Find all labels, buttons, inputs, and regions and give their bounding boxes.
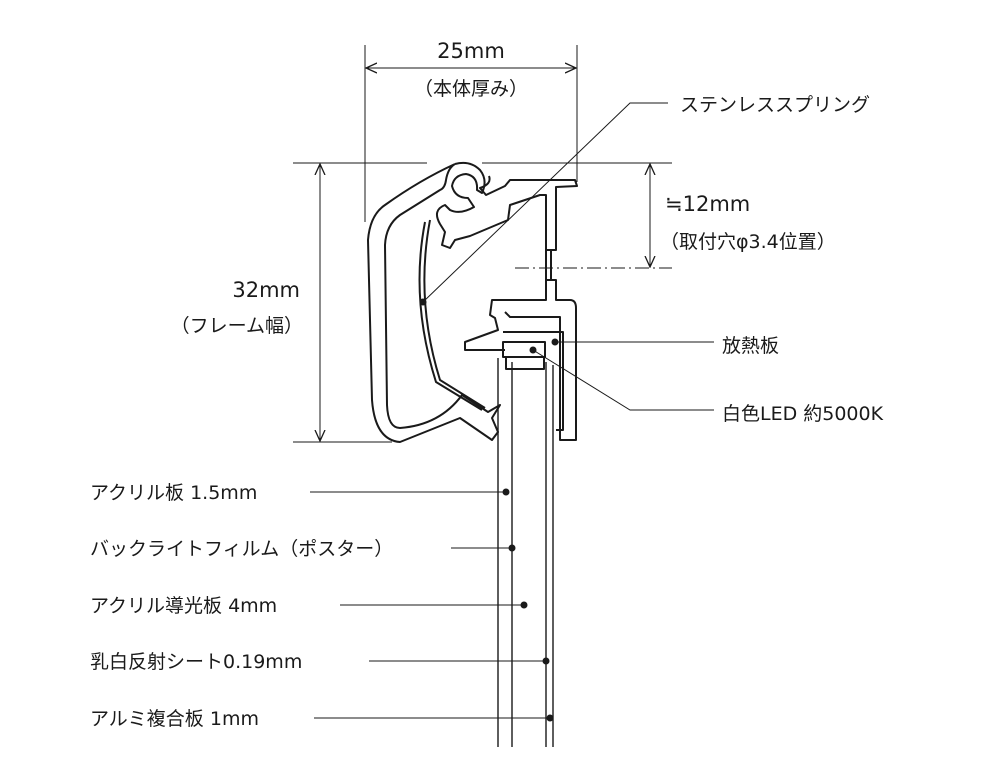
callout-led: 白色LED 約5000K bbox=[529, 346, 884, 425]
callout-backlight-film: バックライトフィルム（ポスター） bbox=[90, 538, 516, 560]
callout-spring-label: ステンレススプリング bbox=[680, 94, 870, 116]
callout-heat-sink: 放熱板 bbox=[551, 335, 779, 357]
callout-acrylic-label: アクリル板 1.5mm bbox=[90, 482, 257, 504]
mount-hole-value: ≒12mm bbox=[665, 192, 750, 216]
callout-heat-sink-label: 放熱板 bbox=[722, 335, 779, 357]
width-note: （フレーム幅） bbox=[171, 315, 303, 337]
mount-hole-note: （取付穴φ3.4位置） bbox=[660, 231, 836, 253]
callout-light-guide-label: アクリル導光板 4mm bbox=[90, 595, 277, 617]
callout-reflector-sheet: 乳白反射シート0.19mm bbox=[90, 651, 550, 673]
aluminium-frame-profile bbox=[367, 161, 578, 443]
callout-light-guide: アクリル導光板 4mm bbox=[90, 595, 528, 617]
thickness-note: （本体厚み） bbox=[414, 78, 528, 100]
panel-layers bbox=[497, 358, 554, 747]
callout-aluminium-board: アルミ複合板 1mm bbox=[90, 708, 554, 730]
callout-aluminium-board-label: アルミ複合板 1mm bbox=[90, 708, 259, 730]
callout-led-label: 白色LED 約5000K bbox=[722, 403, 884, 425]
mount-hole-dimension: ≒12mm （取付穴φ3.4位置） bbox=[482, 162, 836, 269]
thickness-dimension: 25mm （本体厚み） bbox=[364, 39, 578, 222]
callout-backlight-film-label: バックライトフィルム（ポスター） bbox=[90, 538, 393, 560]
width-value: 32mm bbox=[232, 278, 300, 302]
callout-spring: ステンレススプリング bbox=[419, 94, 870, 306]
callout-acrylic: アクリル板 1.5mm bbox=[90, 482, 510, 504]
width-dimension: 32mm （フレーム幅） bbox=[171, 162, 427, 443]
thickness-value: 25mm bbox=[437, 39, 505, 63]
callout-reflector-sheet-label: 乳白反射シート0.19mm bbox=[90, 651, 302, 673]
